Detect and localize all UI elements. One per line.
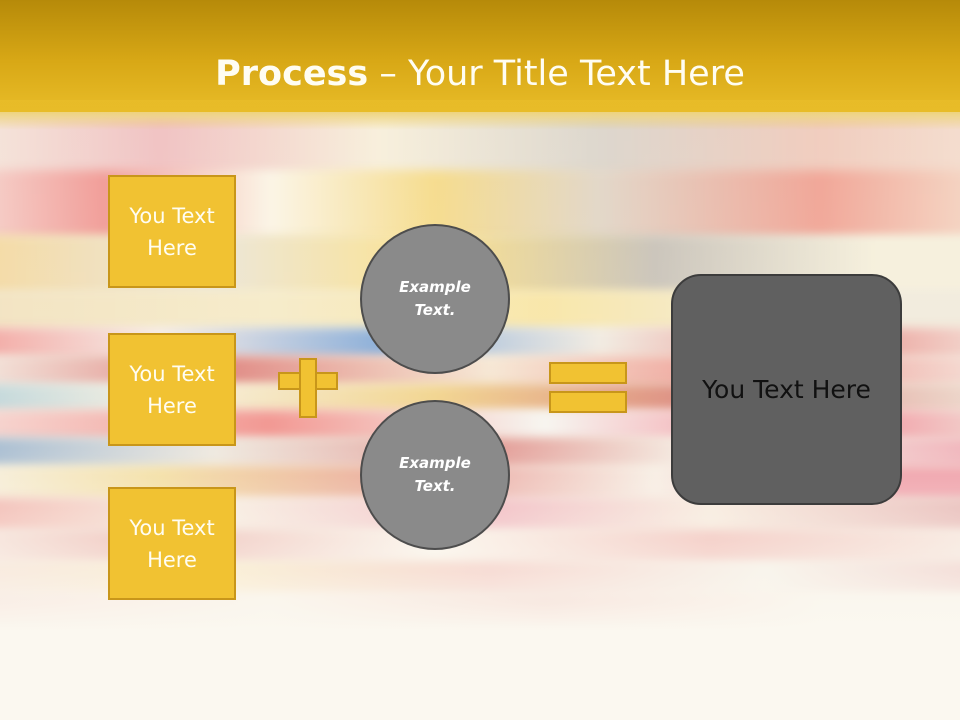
result-box: You Text Here: [671, 274, 902, 505]
example-label-2: Example Text.: [399, 454, 471, 495]
input-box-2: You Text Here: [108, 333, 236, 446]
example-circle-1: Example Text.: [360, 224, 510, 374]
input-box-3: You Text Here: [108, 487, 236, 600]
slide-title: Process – Your Title Text Here: [0, 52, 960, 96]
title-bold: Process: [215, 54, 369, 94]
input-box-1: You Text Here: [108, 175, 236, 288]
example-circle-2: Example Text.: [360, 400, 510, 550]
title-bar: [0, 0, 960, 112]
title-rest: – Your Title Text Here: [368, 54, 745, 94]
example-label-1: Example Text.: [399, 278, 471, 319]
